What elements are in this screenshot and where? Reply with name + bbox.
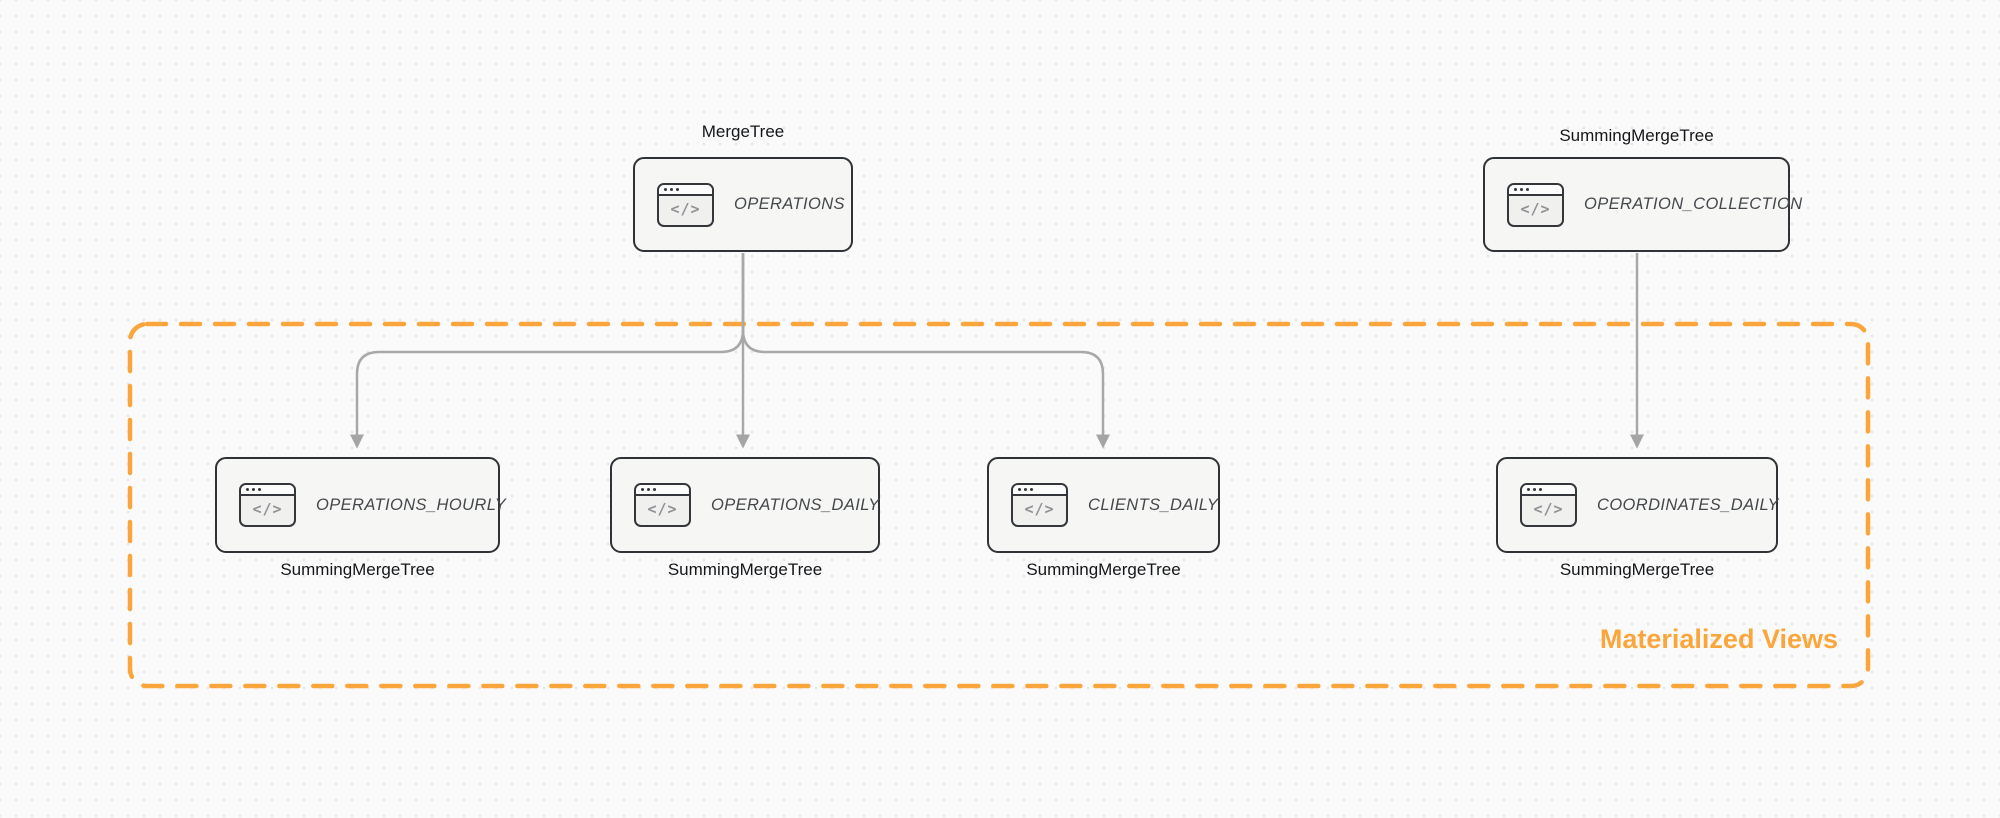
- node-title: OPERATIONS: [734, 195, 845, 213]
- node-title: COORDINATES_DAILY: [1597, 495, 1779, 514]
- materialized-views-group-label: Materialized Views: [1599, 624, 1838, 654]
- edge-operations-to-clients-daily: [741, 253, 1110, 449]
- code-window-icon: </>: [1011, 483, 1068, 527]
- code-glyph: </>: [670, 199, 701, 218]
- window-titlebar: [1509, 184, 1562, 196]
- node-title: OPERATIONS_DAILY: [711, 495, 880, 514]
- node-coordinates-daily: </> COORDINATES_DAILY: [1496, 457, 1779, 553]
- window-titlebar: [241, 485, 294, 496]
- code-window-icon: </>: [1507, 182, 1564, 227]
- materialized-views-group-box: [127, 321, 1871, 689]
- node-clients-daily: </> CLIENTS_DAILY: [987, 457, 1220, 553]
- code-window-icon: </>: [1520, 483, 1577, 527]
- edge-operations-to-operations-hourly: [350, 253, 745, 449]
- code-window-icon: </>: [239, 483, 296, 527]
- node-operations: </> OPERATIONS: [633, 157, 853, 252]
- window-titlebar: [1013, 485, 1066, 496]
- code-glyph: </>: [1533, 500, 1564, 518]
- code-glyph: </>: [1520, 199, 1551, 218]
- code-glyph: </>: [252, 500, 283, 518]
- engine-label-operations-hourly: SummingMergeTree: [280, 560, 435, 579]
- engine-label-clients-daily: SummingMergeTree: [1026, 560, 1181, 579]
- node-title: CLIENTS_DAILY: [1088, 495, 1219, 514]
- window-titlebar: [659, 184, 712, 196]
- code-glyph: </>: [647, 500, 678, 518]
- code-glyph: </>: [1024, 500, 1055, 518]
- engine-label-coordinates-daily: SummingMergeTree: [1559, 560, 1715, 579]
- window-titlebar: [636, 485, 689, 496]
- node-operation-collection: </> OPERATION_COLLECTION: [1483, 157, 1802, 252]
- engine-label-operations-daily: SummingMergeTree: [667, 560, 823, 579]
- node-title: OPERATIONS_HOURLY: [316, 495, 507, 514]
- node-title: OPERATION_COLLECTION: [1584, 195, 1803, 213]
- code-window-icon: </>: [634, 483, 691, 527]
- node-operations-hourly: </> OPERATIONS_HOURLY: [215, 457, 506, 553]
- window-titlebar: [1522, 485, 1575, 496]
- code-window-icon: </>: [657, 182, 714, 227]
- node-operations-daily: </> OPERATIONS_DAILY: [610, 457, 880, 553]
- engine-label-operations: MergeTree: [701, 122, 785, 141]
- engine-label-operation-collection: SummingMergeTree: [1559, 126, 1714, 145]
